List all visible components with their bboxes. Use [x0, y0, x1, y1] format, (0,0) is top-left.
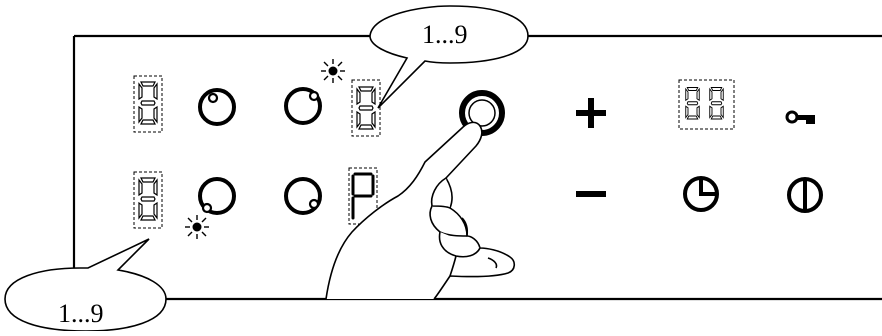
- on-off-icon[interactable]: [787, 177, 823, 213]
- callout-top-label: 1...9: [422, 20, 468, 49]
- zone-display-top-right: [351, 79, 381, 137]
- plus-button[interactable]: [576, 98, 606, 128]
- zone-display-top-left: [133, 75, 163, 133]
- zone-knob-bottom-left[interactable]: [198, 177, 236, 215]
- callout-bubble-top: [369, 5, 529, 109]
- hand-pointer-icon: [325, 121, 516, 300]
- callout-bubble-bottom: [4, 238, 167, 332]
- timer-display: [678, 79, 735, 130]
- panel-frame: [72, 34, 882, 301]
- zone-display-bottom-left: [133, 171, 163, 229]
- zone-knob-bottom-right[interactable]: [284, 177, 322, 215]
- zone-knob-top-left[interactable]: [198, 88, 236, 126]
- lock-key-icon[interactable]: [785, 110, 815, 124]
- flashing-indicator-icon: [321, 59, 345, 83]
- flashing-indicator-icon: [185, 215, 209, 239]
- timer-clock-icon[interactable]: [683, 176, 719, 212]
- minus-button[interactable]: [576, 191, 606, 197]
- callout-bottom-label: 1...9: [58, 299, 104, 328]
- zone-knob-top-right[interactable]: [284, 87, 322, 125]
